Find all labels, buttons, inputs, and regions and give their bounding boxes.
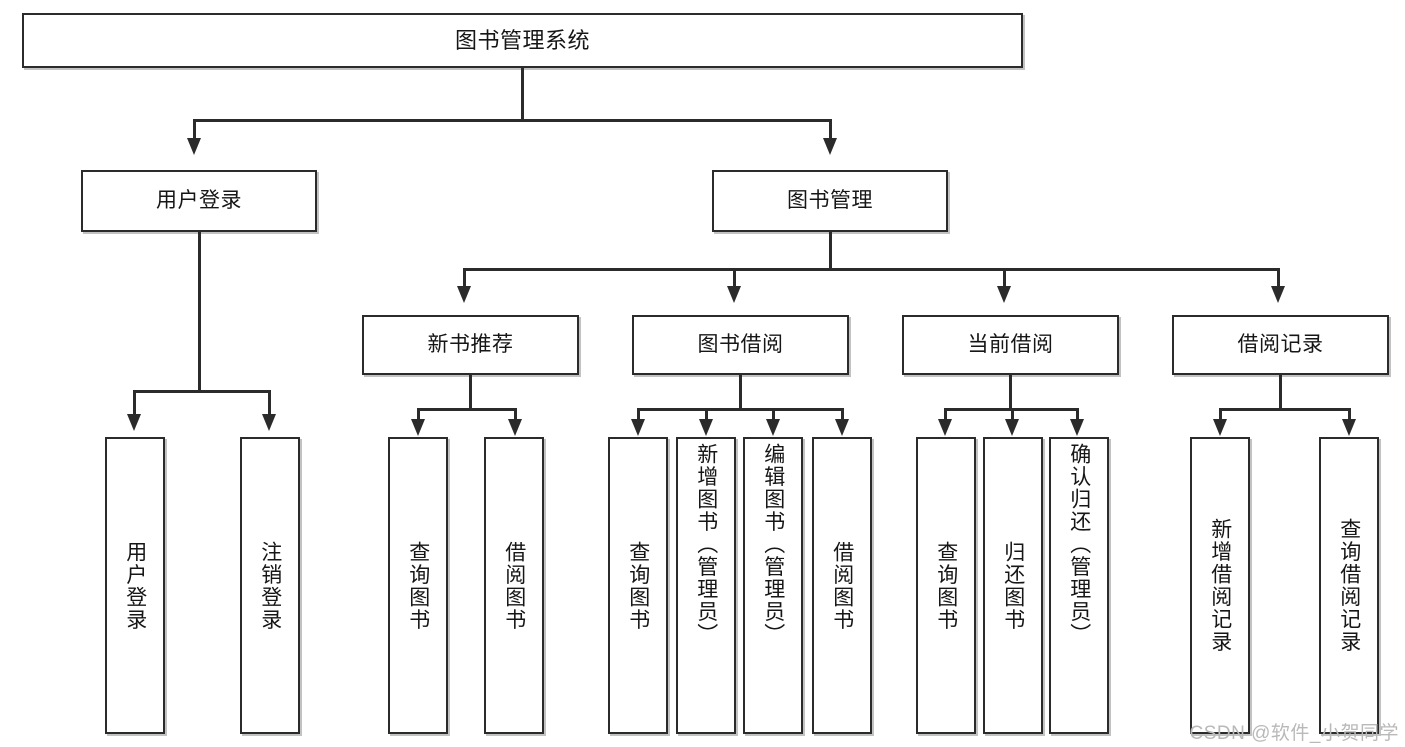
arrowhead-to-book-borrow [727,286,741,303]
leaf-logout[interactable]: 注销登录 [240,437,300,734]
leaf-user-login[interactable]: 用户登录 [105,437,165,734]
arrowhead-to-leaf-return-book [1005,419,1019,436]
node-label: 图书管理系统 [454,27,590,53]
node-label: 归还图书 [1001,540,1025,631]
connector-level3-bus [463,268,1279,271]
connector-borrowrecord-drop-1 [1219,408,1222,421]
connector-recommend-bus [417,408,516,411]
connector-book-management-stem [829,232,832,270]
connector-user-login-drop-2 [268,390,271,416]
node-book-management[interactable]: 图书管理 [712,170,948,232]
arrowhead-to-current-borrow [997,286,1011,303]
connector-borrowrecord-bus [1219,408,1350,411]
connector-root-drop-left [193,119,196,141]
leaf-borrow-book[interactable]: 借阅图书 [812,437,872,734]
connector-user-login-drop-1 [133,390,136,416]
node-label: 当前借阅 [967,332,1054,356]
leaf-query-book-recommend[interactable]: 查询图书 [388,437,448,734]
node-label: 新增借阅记录 [1208,518,1232,653]
arrowhead-to-leaf-edit-book [766,419,780,436]
connector-user-login-stem [198,232,201,392]
connector-bookborrow-drop-3 [772,408,775,421]
node-label: 借阅图书 [830,540,854,631]
node-label: 新增图书（管理员） [694,443,718,646]
leaf-query-borrow-record[interactable]: 查询借阅记录 [1319,437,1379,734]
node-root-book-management-system[interactable]: 图书管理系统 [22,13,1023,68]
arrowhead-to-leaf-borrow-book-b [835,419,849,436]
connector-bookborrow-drop-1 [637,408,640,421]
connector-root-drop-right [829,119,832,141]
connector-recommend-drop-2 [514,408,517,421]
node-label: 借阅记录 [1237,332,1324,356]
connector-bookborrow-bus [637,408,843,411]
leaf-add-borrow-record[interactable]: 新增借阅记录 [1190,437,1250,734]
node-label: 图书借阅 [697,332,784,356]
connector-level3-drop-3 [1003,268,1006,288]
connector-level3-drop-1 [463,268,466,288]
connector-level3-drop-2 [733,268,736,288]
connector-bookborrow-drop-4 [841,408,844,421]
node-label: 确认归还（管理员） [1067,443,1091,646]
connector-currentborrow-drop-2 [1011,408,1014,421]
node-label: 编辑图书（管理员） [761,443,785,646]
connector-bookborrow-drop-2 [705,408,708,421]
node-label: 查询图书 [626,540,650,631]
arrowhead-to-borrow-record [1271,286,1285,303]
arrowhead-to-new-book-recommend [457,286,471,303]
node-label: 查询借阅记录 [1337,518,1361,653]
arrowhead-to-leaf-add-record [1213,419,1227,436]
connector-recommend-stem [469,375,472,410]
arrowhead-to-leaf-confirm-return [1070,419,1084,436]
node-current-borrow[interactable]: 当前借阅 [902,315,1119,375]
arrowhead-to-leaf-add-book [699,419,713,436]
connector-bookborrow-stem [739,375,742,410]
arrowhead-to-leaf-query-book-c [938,419,952,436]
node-label: 新书推荐 [427,332,514,356]
node-label: 查询图书 [934,540,958,631]
connector-borrowrecord-stem [1279,375,1282,410]
node-label: 注销登录 [258,540,282,631]
arrowhead-to-leaf-user-login [127,414,141,431]
connector-level3-drop-4 [1277,268,1280,288]
connector-root-stem [521,68,524,120]
node-label: 用户登录 [156,188,242,212]
connector-currentborrow-drop-3 [1076,408,1079,421]
leaf-return-book[interactable]: 归还图书 [983,437,1043,734]
connector-root-bus [193,119,831,122]
leaf-query-book-borrow[interactable]: 查询图书 [608,437,668,734]
node-label: 借阅图书 [502,540,526,631]
connector-user-login-bus [133,390,270,393]
node-user-login[interactable]: 用户登录 [81,170,317,232]
arrowhead-to-book-management [823,138,837,155]
connector-recommend-drop-1 [417,408,420,421]
leaf-edit-book-admin[interactable]: 编辑图书（管理员） [743,437,803,734]
arrowhead-to-leaf-query-record [1342,419,1356,436]
leaf-confirm-return-admin[interactable]: 确认归还（管理员） [1049,437,1109,734]
node-label: 图书管理 [787,188,873,212]
node-label: 查询图书 [406,540,430,631]
connector-borrowrecord-drop-2 [1348,408,1351,421]
arrowhead-to-leaf-query-book-b [631,419,645,436]
connector-currentborrow-stem [1009,375,1012,410]
node-borrow-record[interactable]: 借阅记录 [1172,315,1389,375]
leaf-query-book-current[interactable]: 查询图书 [916,437,976,734]
arrowhead-to-leaf-query-book-r [411,419,425,436]
arrowhead-to-user-login [187,138,201,155]
arrowhead-to-leaf-logout [262,414,276,431]
node-new-book-recommend[interactable]: 新书推荐 [362,315,579,375]
leaf-add-book-admin[interactable]: 新增图书（管理员） [676,437,736,734]
connector-currentborrow-drop-1 [944,408,947,421]
node-book-borrow[interactable]: 图书借阅 [632,315,849,375]
arrowhead-to-leaf-borrow-book-r [508,419,522,436]
leaf-borrow-book-recommend[interactable]: 借阅图书 [484,437,544,734]
node-label: 用户登录 [123,540,147,631]
